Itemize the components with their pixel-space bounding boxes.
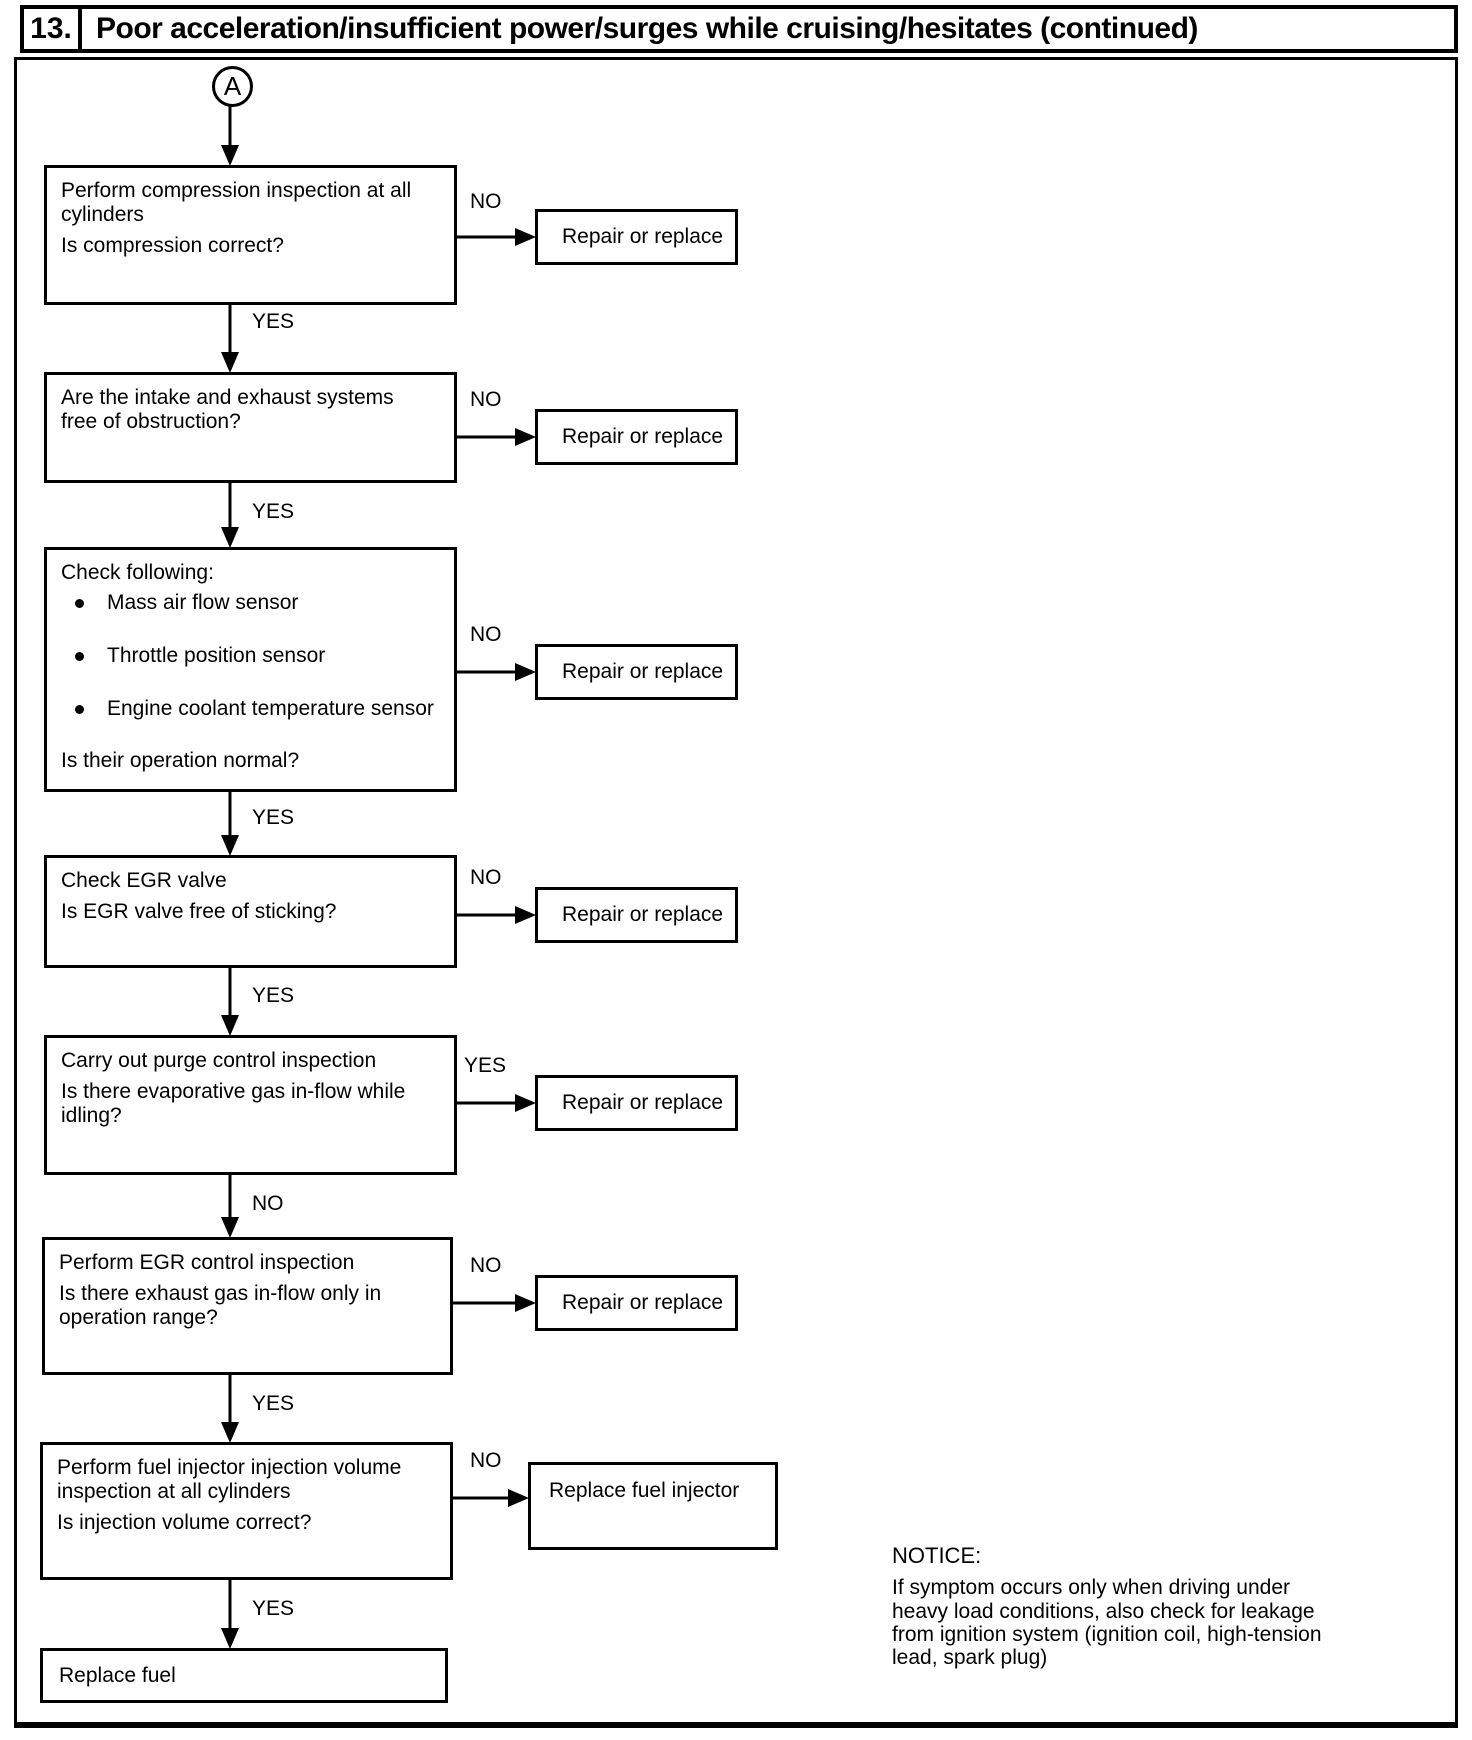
decision-box-sensors: Check following: Mass air flow sensor Th… (44, 547, 457, 792)
notice-line: If symptom occurs only when driving unde… (892, 1576, 1291, 1599)
step-text-line: cylinders (61, 203, 144, 226)
bullet-dot-icon (75, 599, 84, 608)
step-text-line: inspection at all cylinders (57, 1480, 291, 1503)
step-text-line: Check EGR valve (61, 869, 227, 892)
bullet-dot-icon (75, 705, 84, 714)
step-text-line: Check following: (61, 561, 214, 584)
step-question-line: Is there evaporative gas in-flow while (61, 1080, 406, 1103)
step-text-line: Perform fuel injector injection volume (57, 1456, 402, 1479)
step-question-line: Is EGR valve free of sticking? (61, 900, 337, 923)
bullet-text: Engine coolant temperature sensor (107, 697, 434, 720)
section-number: 13. (20, 5, 82, 53)
notice-line: lead, spark plug) (892, 1646, 1048, 1669)
step-text-line: Carry out purge control inspection (61, 1049, 377, 1072)
flow-label-no-5: NO (252, 1192, 284, 1215)
step-question-line: idling? (61, 1104, 122, 1127)
result-box-repair-6: Repair or replace (535, 1275, 738, 1331)
result-text: Repair or replace (562, 1291, 724, 1314)
bullet-item: Engine coolant temperature sensor (75, 697, 440, 721)
step-question-line: Is their operation normal? (61, 749, 300, 772)
connector-a-label: A (223, 71, 242, 101)
result-box-replace-injector: Replace fuel injector (528, 1462, 778, 1550)
result-box-repair-1: Repair or replace (535, 209, 738, 265)
result-box-repair-5: Repair or replace (535, 1075, 738, 1131)
bullet-dot-icon (75, 652, 84, 661)
decision-box-purge-control: Carry out purge control inspection Is th… (44, 1035, 457, 1175)
branch-label-no-4: NO (470, 866, 502, 889)
step-text-line: Are the intake and exhaust systems (61, 386, 394, 409)
decision-box-egr-control: Perform EGR control inspection Is there … (42, 1237, 453, 1375)
result-text: Repair or replace (562, 1091, 724, 1114)
branch-label-yes-5: YES (464, 1054, 507, 1077)
flow-label-yes-7: YES (252, 1597, 295, 1620)
result-box-repair-2: Repair or replace (535, 409, 738, 465)
decision-box-compression: Perform compression inspection at all cy… (44, 165, 457, 305)
result-box-repair-4: Repair or replace (535, 887, 738, 943)
result-text: Repair or replace (562, 225, 724, 248)
decision-box-egr-valve: Check EGR valve Is EGR valve free of sti… (44, 855, 457, 968)
result-text: Repair or replace (562, 660, 724, 683)
decision-box-intake-exhaust: Are the intake and exhaust systems free … (44, 372, 457, 483)
step-text-line: Perform EGR control inspection (59, 1251, 355, 1274)
result-text: Replace fuel injector (549, 1479, 740, 1502)
step-question-line: Is injection volume correct? (57, 1511, 312, 1534)
step-question-line: operation range? (59, 1306, 218, 1329)
bullet-text: Mass air flow sensor (107, 591, 299, 614)
notice-line: heavy load conditions, also check for le… (892, 1600, 1315, 1623)
branch-label-no-6: NO (470, 1254, 502, 1277)
bullet-item: Mass air flow sensor (75, 591, 440, 615)
branch-label-no-2: NO (470, 388, 502, 411)
section-title: Poor acceleration/insufficient power/sur… (82, 5, 1458, 53)
result-box-repair-3: Repair or replace (535, 644, 738, 700)
notice-line: from ignition system (ignition coil, hig… (892, 1623, 1322, 1646)
final-text: Replace fuel (59, 1663, 176, 1687)
flow-label-yes-6: YES (252, 1392, 295, 1415)
flow-label-yes-3: YES (252, 806, 295, 829)
flow-label-yes-4: YES (252, 984, 295, 1007)
bullet-item: Throttle position sensor (75, 644, 440, 668)
flowchart-frame (14, 57, 1458, 1728)
step-text-line: free of obstruction? (61, 410, 241, 433)
result-text: Repair or replace (562, 903, 724, 926)
branch-label-no-7: NO (470, 1449, 502, 1472)
step-text-line: Perform compression inspection at all (61, 179, 412, 202)
branch-label-no-3: NO (470, 623, 502, 646)
flow-label-yes-1: YES (252, 310, 295, 333)
branch-label-no-1: NO (470, 190, 502, 213)
connector-a-icon: A (212, 66, 253, 107)
step-question-line: Is compression correct? (61, 234, 284, 257)
decision-box-fuel-injector: Perform fuel injector injection volume i… (40, 1442, 453, 1580)
notice-heading: NOTICE: (892, 1543, 982, 1568)
bullet-text: Throttle position sensor (107, 644, 326, 667)
flow-label-yes-2: YES (252, 500, 295, 523)
final-box-replace-fuel: Replace fuel (40, 1648, 448, 1703)
result-text: Repair or replace (562, 425, 724, 448)
step-question-line: Is there exhaust gas in-flow only in (59, 1282, 382, 1305)
